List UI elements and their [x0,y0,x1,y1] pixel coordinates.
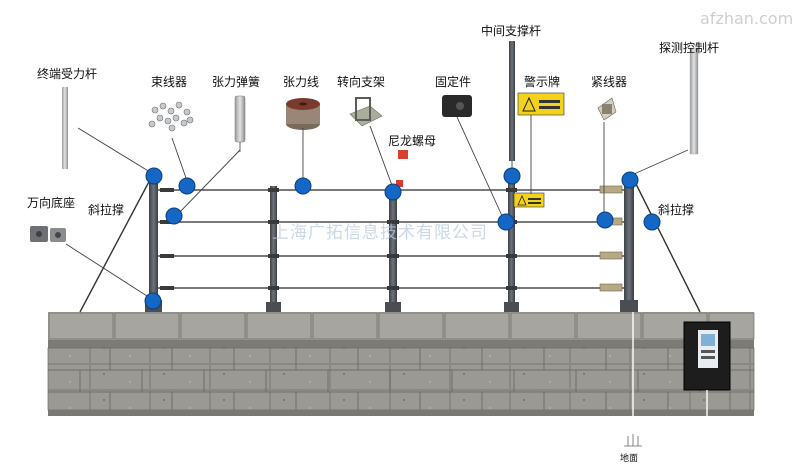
leader-lines [65,115,689,297]
middle-pole-icon [509,41,515,161]
tighteners [599,185,623,292]
detector-pole-shape [624,178,634,312]
label-brace-left: 斜拉撑 [88,202,124,217]
terminal-pole-shape [149,176,158,312]
controller-box [683,321,731,391]
company-watermark: 上海广拓信息技术有限公司 [272,223,488,243]
wire-bundler-icon [148,101,194,132]
callout-markers [144,167,661,310]
label-detector-pole: 探测控制杆 [659,41,719,55]
tension-wire-spool-icon [286,98,320,130]
swivel-pole [389,186,397,312]
stone-wall [47,312,755,416]
label-terminal-pole: 终端受力杆 [37,66,97,81]
warning-sign-icon [517,92,565,116]
site-watermark: afzhan.com [700,9,793,28]
tightener-icon [597,97,617,121]
brace-right-line [631,175,701,313]
label-nylon-nut: 尼龙螺母 [388,134,436,148]
label-wire-bundler: 束线器 [151,75,187,89]
ground-wire [632,390,708,430]
label-warning-sign: 警示牌 [524,74,560,89]
swivel-bracket-icon [349,97,383,127]
brace-left-line [79,175,153,313]
middle-pole-1 [270,186,277,312]
warning-sign-on-fence [513,192,545,208]
ground-icon [624,434,642,447]
label-middle-pole: 中间支撑杆 [481,23,541,38]
label-universal-base: 万向底座 [27,195,75,210]
label-tightener: 紧线器 [591,75,627,89]
universal-base-icon [30,226,66,242]
nylon-nut-mark [396,180,403,187]
fixing-part-icon [442,95,472,117]
nylon-nut-icon [398,150,408,159]
label-fixing-part: 固定件 [435,74,471,89]
ground-label: 地面 [620,452,638,464]
detector-pole-icon [689,47,699,155]
label-brace-right: 斜拉撑 [658,202,694,217]
terminal-pole-icon [62,87,68,169]
middle-pole-2 [508,178,515,312]
label-tension-spring: 张力弹簧 [212,74,260,89]
label-tension-wire: 张力线 [283,75,319,89]
label-swivel-bracket: 转向支架 [337,74,385,89]
tension-spring-icon [234,95,246,152]
